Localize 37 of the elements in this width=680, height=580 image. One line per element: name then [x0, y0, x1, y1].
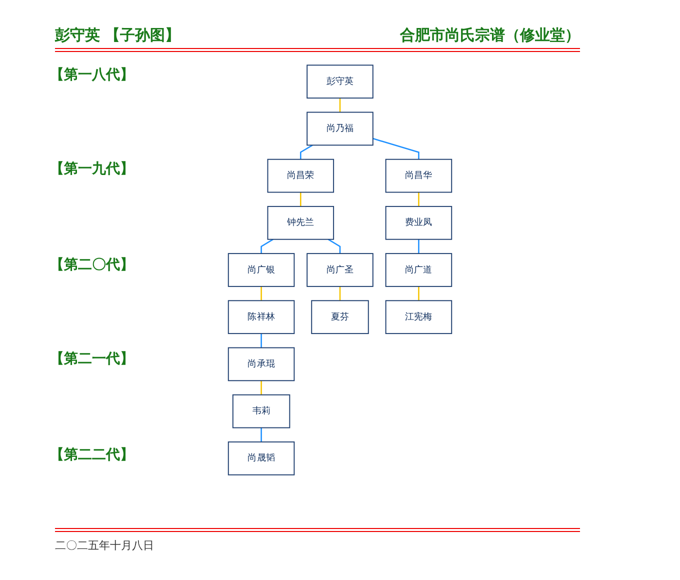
- connector: [339, 98, 341, 112]
- connector: [300, 144, 313, 160]
- connector: [418, 192, 420, 206]
- connector: [260, 428, 262, 442]
- node-box: 尚乃福: [306, 112, 374, 146]
- node-box: 尚广银: [228, 253, 295, 287]
- node-box: 尚承琨: [228, 347, 295, 382]
- connector: [260, 334, 262, 348]
- node-box: 彭守英: [306, 64, 374, 99]
- header-note: 合肥市尚氏宗谱（修业堂）: [400, 26, 580, 45]
- generation-label: 【第一九代】: [50, 160, 134, 178]
- connector: [328, 238, 341, 254]
- generation-label: 【第二〇代】: [50, 256, 134, 274]
- connector: [260, 286, 262, 301]
- node-box: 尚晟韬: [228, 441, 295, 476]
- node-box: 夏芬: [311, 300, 369, 334]
- date-caption: 二〇二五年十月八日: [55, 539, 154, 552]
- connector: [418, 239, 420, 254]
- node-box: 尚昌荣: [267, 158, 334, 193]
- connector: [300, 192, 302, 206]
- connector: [260, 238, 274, 254]
- node-box: 尚昌华: [385, 158, 452, 193]
- node-box: 尚广圣: [306, 253, 374, 287]
- node-box: 尚广道: [385, 253, 452, 287]
- node-box: 韦莉: [232, 394, 290, 428]
- connector: [418, 286, 420, 301]
- connector: [372, 138, 420, 160]
- node-box: 陈祥林: [228, 300, 295, 334]
- node-box: 江宪梅: [385, 300, 452, 334]
- generation-label: 【第一八代】: [50, 66, 134, 84]
- connector: [260, 380, 262, 395]
- generation-label: 【第二二代】: [50, 446, 134, 464]
- title: 彭守英 【子孙图】: [55, 26, 180, 45]
- node-box: 钟先兰: [267, 206, 334, 240]
- connector: [339, 286, 341, 301]
- generation-label: 【第二一代】: [50, 350, 134, 368]
- node-box: 费业凤: [385, 206, 452, 240]
